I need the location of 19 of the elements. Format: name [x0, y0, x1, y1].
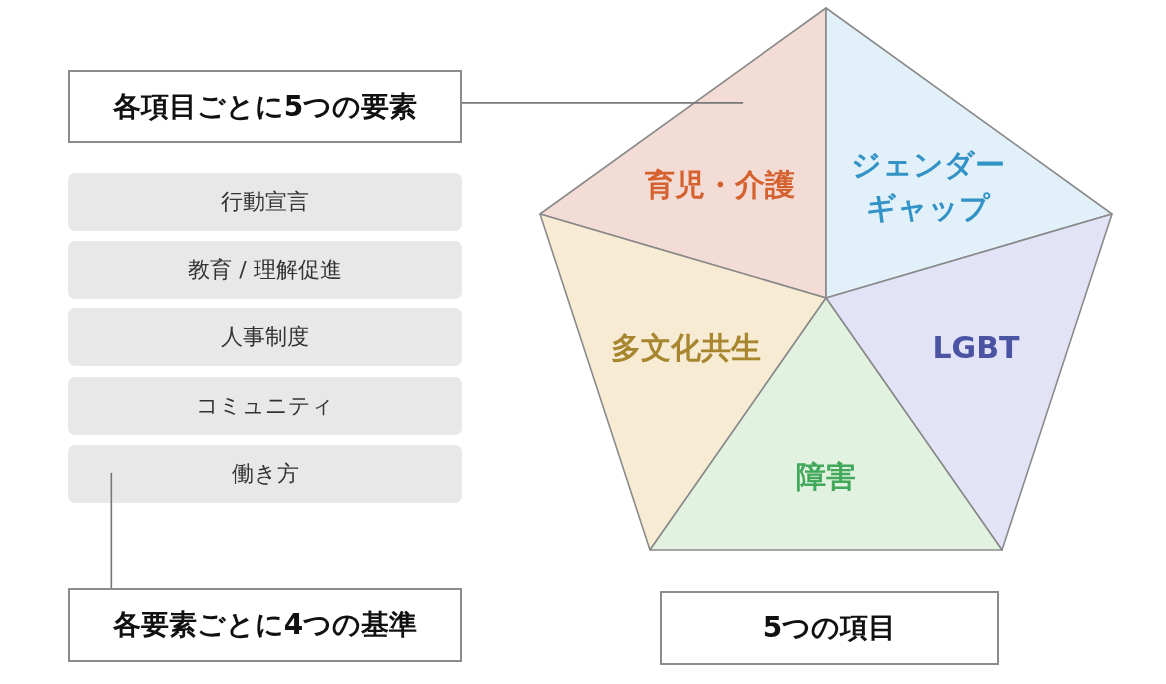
leader-line	[110, 472, 113, 589]
element-label: 働き方	[231, 460, 299, 488]
heading-text: 各要素ごとに4つの基準	[112, 607, 418, 643]
element-label: 行動宣言	[221, 188, 309, 216]
heading-text: 各項目ごとに5つの要素	[112, 88, 418, 125]
element-label: コミュニティ	[196, 392, 334, 420]
category-label: ジェンダーギャップ	[850, 146, 1006, 227]
heading-panel	[660, 591, 999, 665]
element-label: 教育 / 理解促進	[188, 256, 342, 284]
category-label: 障害	[796, 457, 856, 496]
heading-panel	[68, 588, 462, 662]
heading-text: 5つの項目	[762, 610, 897, 646]
element-panel	[68, 445, 462, 503]
category-label: 多文化共生	[611, 328, 761, 367]
leader-line	[461, 102, 744, 104]
category-label: 育児・介護	[645, 165, 795, 204]
category-label: LGBT	[932, 328, 1020, 367]
heading-panel	[68, 70, 462, 143]
element-label: 人事制度	[221, 323, 309, 351]
